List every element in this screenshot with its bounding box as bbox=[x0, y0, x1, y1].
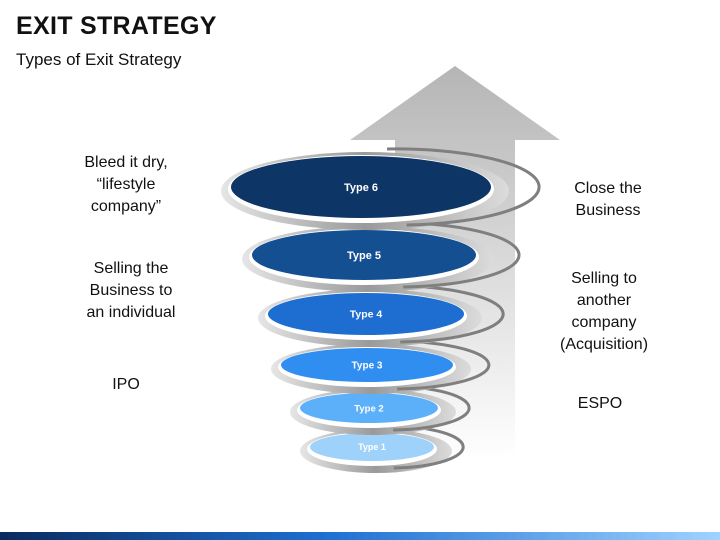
tier-label: Type 6 bbox=[344, 182, 378, 194]
tier-disc bbox=[231, 156, 491, 218]
tier-label: Type 2 bbox=[354, 403, 383, 414]
tier-5: Type 5 bbox=[242, 221, 521, 292]
tier-label: Type 3 bbox=[352, 361, 383, 372]
tier-label: Type 4 bbox=[350, 309, 383, 321]
label-close-business: Close the Business bbox=[574, 180, 642, 219]
ribbon-edge bbox=[384, 339, 491, 391]
tier-3: Type 3 bbox=[271, 339, 491, 394]
ribbon-edge bbox=[385, 284, 505, 344]
page-subtitle: Types of Exit Strategy bbox=[16, 50, 182, 69]
tier-disc bbox=[252, 230, 476, 280]
label-espo: ESPO bbox=[577, 395, 623, 412]
page-title: EXIT STRATEGY bbox=[16, 12, 217, 40]
tier-disc bbox=[268, 293, 464, 335]
tier-disc bbox=[300, 393, 438, 423]
label-acquisition: Selling to another company (Acquisition) bbox=[559, 270, 649, 353]
label-ipo: IPO bbox=[112, 376, 140, 393]
label-bleed-it-dry: Bleed it dry, “lifestyle company” bbox=[84, 154, 168, 215]
tier-disc bbox=[310, 433, 434, 461]
ribbon-edge bbox=[386, 221, 521, 289]
tier-2: Type 2 bbox=[290, 384, 471, 435]
tier-label: Type 1 bbox=[358, 442, 386, 452]
tier-6: Type 6 bbox=[221, 147, 541, 230]
tier-1: Type 1 bbox=[300, 424, 465, 473]
tier-4: Type 4 bbox=[258, 284, 505, 347]
tier-label: Type 5 bbox=[347, 250, 381, 262]
footer-gradient-bar bbox=[0, 532, 720, 540]
tier-disc bbox=[281, 348, 453, 382]
ribbon-edge bbox=[386, 147, 541, 227]
label-selling-to-individual: Selling the Business to an individual bbox=[86, 260, 176, 321]
